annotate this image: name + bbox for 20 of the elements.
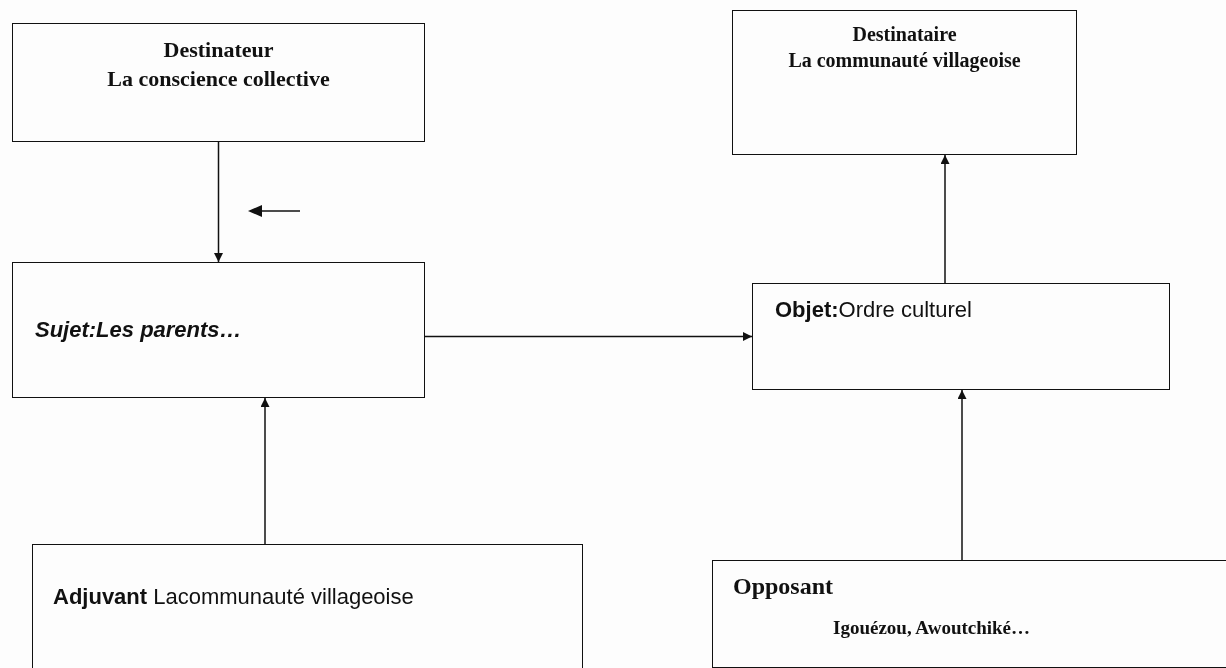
actant-label: La communauté villageoise — [788, 48, 1021, 73]
arrow — [957, 389, 967, 561]
actant-label: La conscience collective — [107, 64, 330, 93]
actant-label: Destinataire — [852, 22, 957, 47]
arrow — [940, 154, 950, 284]
arrow — [260, 397, 270, 545]
arrow — [214, 141, 223, 263]
actant-label: Adjuvant Lacommunauté villageoise — [53, 583, 414, 611]
actant-box — [712, 560, 1226, 668]
actant-label: Destinateur — [163, 36, 274, 64]
actant-label: Opposant — [733, 572, 834, 601]
actant-box — [12, 23, 425, 142]
actant-label: Igouézou, Awoutchiké… — [833, 616, 1031, 641]
actant-box — [32, 544, 583, 668]
actant-box — [752, 283, 1170, 390]
arrow — [424, 332, 753, 341]
actant-box — [12, 262, 425, 398]
actant-box — [732, 10, 1077, 155]
actant-label: Objet:Ordre culturel — [775, 296, 972, 324]
actant-label: Sujet:Les parents… — [35, 315, 242, 344]
